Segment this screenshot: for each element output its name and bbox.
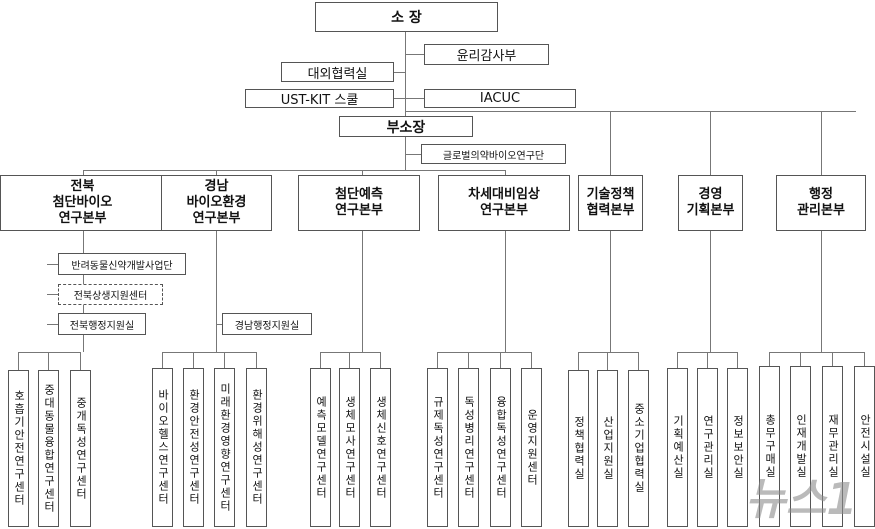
connector-line xyxy=(607,352,608,370)
unit-box: 정책협력실 xyxy=(568,370,589,527)
connector-line xyxy=(162,352,163,368)
connector-line xyxy=(320,352,321,368)
connector-line xyxy=(405,111,856,112)
connector-line xyxy=(83,170,84,175)
connector-line xyxy=(437,352,438,368)
connector-line xyxy=(468,352,469,368)
unit-box: 산업지원실 xyxy=(597,370,618,527)
connector-line xyxy=(216,231,217,352)
unit-box: 재무관리실 xyxy=(822,366,843,527)
connector-line xyxy=(710,231,711,352)
connector-line xyxy=(578,352,579,370)
unit-box: 정보보안실 xyxy=(727,368,748,527)
connector-line xyxy=(380,352,381,368)
connector-line xyxy=(216,170,217,175)
connector-line xyxy=(405,154,421,155)
unit-box: 규제독성연구센터 xyxy=(427,368,448,527)
connector-line xyxy=(677,352,678,368)
unit-box: 호흡기안전연구센터 xyxy=(8,370,29,527)
connector-line xyxy=(800,352,801,366)
division-box: 기술정책 협력본부 xyxy=(578,175,643,231)
connector-line xyxy=(821,111,822,175)
division-box: 첨단예측 연구본부 xyxy=(298,175,420,231)
connector-line xyxy=(80,352,81,370)
unit-box: 생체신호연구센터 xyxy=(370,368,391,527)
connector-line xyxy=(405,54,424,55)
unit-box: 생체모사연구센터 xyxy=(339,368,360,527)
deputy-director-box: 부소장 xyxy=(339,116,473,137)
connector-line xyxy=(18,352,19,370)
unit-box: 중대동물융합연구센터 xyxy=(38,370,59,527)
connector-line xyxy=(864,352,865,366)
division-box: 행정 관리본부 xyxy=(776,175,866,231)
connector-line xyxy=(500,352,501,368)
external-cooperation-box: 대외협력실 xyxy=(281,62,394,82)
jeonbuk-sub-2: 전북행정지원실 xyxy=(58,313,146,335)
connector-line xyxy=(405,32,406,116)
unit-box: 안전시설실 xyxy=(854,366,875,527)
unit-box: 운영지원센터 xyxy=(521,368,542,527)
iacuc-box: IACUC xyxy=(424,89,576,108)
connector-line xyxy=(821,231,822,352)
unit-box: 기획예산실 xyxy=(667,368,688,527)
global-research-group-box: 글로벌의약바이오연구단 xyxy=(421,144,566,164)
connector-line xyxy=(437,352,532,353)
unit-box: 바이오헬스연구센터 xyxy=(152,368,173,527)
connector-line xyxy=(256,352,257,368)
gyeongnam-sub-0: 경남행정지원실 xyxy=(222,313,312,335)
connector-line xyxy=(531,352,532,368)
unit-box: 중소기업협력실 xyxy=(628,370,649,527)
connector-line xyxy=(638,352,639,370)
connector-line xyxy=(349,352,350,368)
connector-line xyxy=(610,111,611,175)
connector-line xyxy=(47,324,58,325)
connector-line xyxy=(769,352,770,366)
unit-box: 독성병리연구센터 xyxy=(458,368,479,527)
unit-box: 인재개발실 xyxy=(790,366,811,527)
director-box: 소 장 xyxy=(315,2,498,32)
connector-line xyxy=(505,231,506,352)
connector-line xyxy=(394,72,405,73)
unit-box: 환경위해성연구센터 xyxy=(246,368,267,527)
division-box: 경영 기획본부 xyxy=(678,175,743,231)
connector-line xyxy=(47,294,58,295)
jeonbuk-sub-0: 반려동물신약개발사업단 xyxy=(58,253,186,275)
connector-line xyxy=(216,324,222,325)
connector-line xyxy=(405,137,406,170)
unit-box: 중개독성연구센터 xyxy=(70,370,91,527)
ethics-audit-box: 윤리감사부 xyxy=(424,44,549,65)
connector-line xyxy=(362,170,363,175)
unit-box: 환경안전성연구센터 xyxy=(183,368,204,527)
unit-box: 융합독성연구센터 xyxy=(490,368,511,527)
connector-line xyxy=(610,231,611,352)
connector-line xyxy=(832,352,833,366)
connector-line xyxy=(405,98,424,99)
connector-line xyxy=(47,264,58,265)
unit-box: 미래환경영향연구센터 xyxy=(214,368,235,527)
division-box: 차세대비임상 연구본부 xyxy=(438,175,570,231)
connector-line xyxy=(505,170,506,175)
unit-box: 예측모델연구센터 xyxy=(310,368,331,527)
connector-line xyxy=(193,352,194,368)
connector-line xyxy=(710,111,711,175)
connector-line xyxy=(677,352,738,353)
connector-line xyxy=(83,170,505,171)
connector-line xyxy=(362,231,363,352)
connector-line xyxy=(48,352,49,370)
connector-line xyxy=(737,352,738,368)
connector-line xyxy=(578,352,639,353)
connector-line xyxy=(320,352,381,353)
unit-box: 총무구매실 xyxy=(759,366,780,527)
division-box: 전북 첨단바이오 연구본부 xyxy=(0,175,165,231)
division-box: 경남 바이오환경 연구본부 xyxy=(161,175,272,231)
unit-box: 연구관리실 xyxy=(697,368,718,527)
connector-line xyxy=(18,352,81,353)
connector-line xyxy=(162,352,257,353)
connector-line xyxy=(224,352,225,368)
connector-line xyxy=(707,352,708,368)
connector-line xyxy=(769,352,865,353)
jeonbuk-sub-1: 전북상생지원센터 xyxy=(58,284,163,305)
ust-kit-school-box: UST-KIT 스쿨 xyxy=(245,89,394,108)
connector-line xyxy=(394,98,405,99)
